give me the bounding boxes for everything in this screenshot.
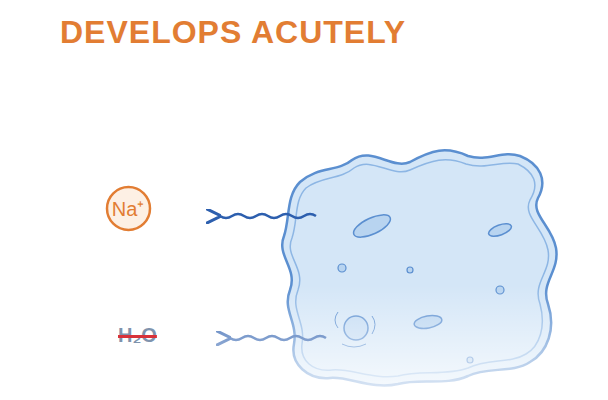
ion-circle-shape xyxy=(107,187,150,230)
efflux-arrow xyxy=(218,214,316,218)
title: DEVELOPS ACUTELY xyxy=(60,14,406,51)
mitochondrion xyxy=(487,221,513,239)
fade-overlay xyxy=(0,285,608,400)
vesicle xyxy=(407,267,413,273)
vesicle xyxy=(338,264,346,272)
ion-circle: Na⁺ xyxy=(105,185,152,232)
ion-label: Na⁺ xyxy=(112,195,145,222)
crossed-out-label: H₂O xyxy=(118,324,157,347)
mitochondrion xyxy=(350,210,393,241)
